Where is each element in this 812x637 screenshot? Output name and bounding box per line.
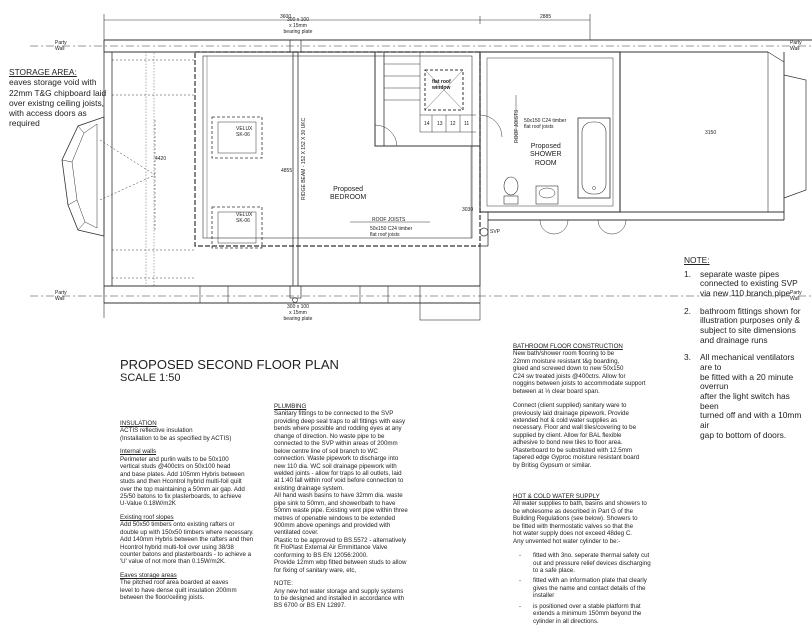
note-block: NOTE: 1. separate waste pipes connected …	[684, 255, 808, 440]
note-item: 1. separate waste pipes connected to exi…	[684, 268, 808, 299]
party-wall-label: Party Wall	[790, 290, 802, 302]
party-wall-label: Party Wall	[790, 40, 802, 52]
dim-top-right: 2885	[540, 14, 552, 20]
hot-cold-text: All water supplies to bath, basins and s…	[513, 500, 647, 545]
note-item-number: 3.	[684, 352, 691, 363]
storage-area-heading: STORAGE AREA:	[9, 67, 77, 77]
storage-area-note: STORAGE AREA: eaves storage void with 22…	[9, 67, 111, 129]
hot-cold-bullet-text: fitted with 3no. seperate thermal safety…	[533, 552, 651, 574]
stair-step: 11	[464, 121, 470, 127]
svp-label: SVP	[490, 229, 501, 235]
plumbing-note-heading: NOTE:	[274, 580, 293, 588]
party-wall-label: Party Wall	[55, 290, 67, 302]
roof-joists-label: ROOF JOISTS	[372, 217, 406, 223]
dim-right: 3150	[705, 130, 717, 136]
hot-cold-bullet-text: is positioned over a stable platform tha…	[533, 602, 642, 625]
insulation-block: INSULATION ACTIS reflective insulation (…	[120, 420, 270, 602]
insulation-intro: ACTIS reflective insulation (Installatio…	[120, 427, 232, 442]
hot-cold-bullet: - fitted with 3no. seperate thermal safe…	[513, 552, 678, 574]
bullet-dash: -	[519, 552, 522, 560]
hot-cold-bullet: - fitted with an information plate that …	[513, 577, 678, 599]
eaves-heading: Eaves storage areas	[120, 571, 177, 579]
roof-slopes-text: Add 50x50 timbers onto existing rafters …	[120, 521, 254, 566]
bullet-dash: -	[519, 577, 522, 585]
eaves-text: The pitched roof area boarded at eaves l…	[120, 579, 237, 602]
plumbing-text: Sanitary fittings to be connected to the…	[274, 410, 408, 574]
drawing-scale: SCALE 1:50	[120, 372, 181, 384]
stair-step: 13	[437, 121, 443, 127]
bathroom-floor-text: New bath/shower room flooring to be 22mm…	[513, 350, 646, 395]
insulation-heading: INSULATION	[120, 420, 157, 427]
bearing-plate-top-label: 300 x 100 x 15mm bearing plate	[283, 17, 313, 35]
bathroom-floor-heading: BATHROOM FLOOR CONSTRUCTION	[513, 343, 623, 350]
velux-label: VELUX SK-06	[236, 126, 253, 138]
stair-step: 14	[424, 121, 430, 127]
note-item-text: All mechanical ventilators are to be fit…	[700, 352, 802, 440]
bullet-dash: -	[519, 602, 522, 610]
ridge-beam-label: RIDGE BEAM - 152 X 152 X 30 UKC	[301, 117, 307, 200]
dim-top-left: 3600	[280, 14, 292, 20]
timber-joists-label: 50x150 C24 timber flat roof joists	[524, 118, 567, 130]
internal-walls-heading: Internal walls	[120, 448, 157, 456]
party-wall-label: Party Wall	[55, 40, 67, 52]
internal-walls-text: Perimeter and purlin walls to be 50x100 …	[120, 455, 245, 508]
plumbing-note-text: Any new hot water storage and supply sys…	[274, 587, 405, 610]
bearing-plate-bottom-label: 300 x 100 x 15mm bearing plate	[283, 304, 313, 322]
dim-center-2: 3030	[462, 207, 474, 213]
roof-slopes-heading: Existing roof slopes	[120, 513, 174, 521]
flat-roof-window-label: flat roof window	[432, 79, 451, 91]
note-item: 3. All mechanical ventilators are to be …	[684, 352, 808, 440]
note-item-text: separate waste pipes connected to existi…	[700, 268, 798, 298]
note-item-number: 2.	[684, 305, 691, 316]
hot-cold-bullet-text: fitted with an information plate that cl…	[533, 577, 647, 600]
hot-cold-heading: HOT & COLD WATER SUPPLY	[513, 493, 600, 500]
drawing-title: PROPOSED SECOND FLOOR PLAN	[120, 357, 339, 372]
dim-center: 4855	[281, 168, 293, 174]
hot-cold-bullet: - is positioned over a stable platform t…	[513, 603, 678, 625]
bathroom-floor-text-2: Connect (client supplied) sanitary ware …	[513, 402, 640, 469]
storage-area-text: eaves storage void with 22mm T&G chipboa…	[9, 77, 107, 129]
bathroom-floor-block: BATHROOM FLOOR CONSTRUCTION New bath/sho…	[513, 343, 678, 469]
dim-left: 4420	[155, 156, 167, 162]
note-item: 2. bathroom fittings shown for illustrat…	[684, 305, 808, 346]
note-heading: NOTE:	[684, 255, 710, 265]
plumbing-block: PLUMBING Sanitary fittings to be connect…	[274, 403, 444, 610]
note-item-number: 1.	[684, 268, 691, 279]
shower-room-label: Proposed SHOWER ROOM	[530, 143, 562, 167]
velux-label: VELUX SK-06	[236, 212, 253, 224]
timber-joists-label: 50x150 C24 timber flat roof joists	[370, 226, 413, 238]
bedroom-label: Proposed BEDROOM	[330, 186, 367, 202]
roof-joists-label: ROOF JOISTS	[514, 109, 520, 143]
note-item-text: bathroom fittings shown for illustration…	[700, 305, 801, 345]
plumbing-heading: PLUMBING	[274, 403, 307, 410]
stair-step: 12	[450, 121, 456, 127]
hot-cold-block: HOT & COLD WATER SUPPLY All water suppli…	[513, 493, 678, 625]
